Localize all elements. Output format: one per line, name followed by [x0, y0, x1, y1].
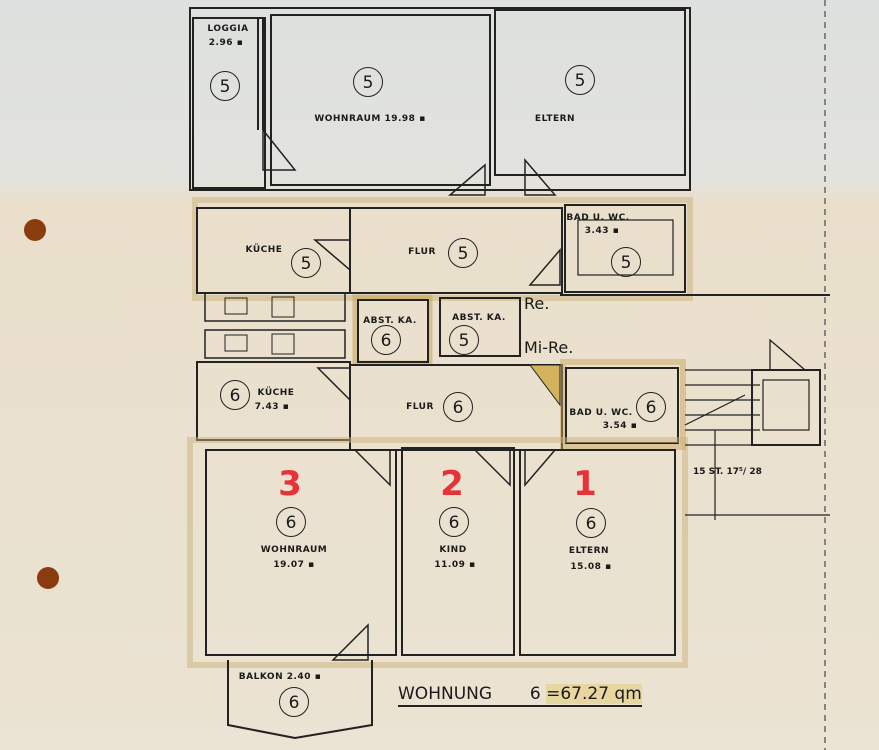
- kueche-5-label: KÜCHE: [245, 245, 283, 255]
- unit-marker: 6: [636, 392, 666, 422]
- total-area: 67.27 qm: [560, 684, 642, 704]
- room-number-marker: 3: [278, 464, 302, 504]
- punch-hole: [24, 219, 46, 241]
- abst-5-label: ABST. KA.: [452, 313, 506, 323]
- flur-5-label: FLUR: [408, 247, 436, 257]
- unit-marker: 5: [353, 67, 383, 97]
- stairs-annotation: 15 ST. 17⁵/ 28: [693, 467, 762, 477]
- loggia-label: LOGGIA: [207, 24, 249, 34]
- bad-5-area: 3.43 ▪: [584, 226, 620, 236]
- unit-marker: 6: [276, 507, 306, 537]
- balkon-label: BALKON 2.40 ▪: [238, 672, 322, 682]
- wohnraum-6-area: 19.07 ▪: [273, 560, 315, 570]
- unit-marker: 6: [371, 325, 401, 355]
- eltern-6-label: ELTERN: [568, 546, 610, 556]
- bad-6-label: BAD U. WC.: [569, 408, 633, 418]
- room-number-marker: 1: [573, 464, 597, 504]
- unit-marker: 5: [291, 248, 321, 278]
- wohnraum-6-label: WOHNRAUM: [260, 545, 328, 555]
- unit-marker: 5: [448, 238, 478, 268]
- eltern-5-label: ELTERN: [534, 114, 576, 124]
- unit-marker: 5: [565, 65, 595, 95]
- kind-area: 11.09 ▪: [434, 560, 476, 570]
- unit-marker: 6: [279, 687, 309, 717]
- flur-6-label: FLUR: [406, 402, 434, 412]
- unit-marker: 5: [611, 247, 641, 277]
- mi-re-annotation: Mi-Re.: [524, 338, 574, 357]
- kueche-6-area: 7.43 ▪: [254, 402, 290, 412]
- unit-marker: 6: [439, 507, 469, 537]
- total-label: WOHNUNG: [398, 684, 493, 704]
- re-annotation: Re.: [524, 294, 550, 313]
- unit-marker: 6: [443, 392, 473, 422]
- eltern-6-area: 15.08 ▪: [570, 562, 612, 572]
- unit-marker: 5: [449, 325, 479, 355]
- wohnraum-5-label: WOHNRAUM 19.98 ▪: [314, 114, 426, 124]
- apartment-total: WOHNUNG 6 =67.27 qm: [398, 684, 642, 707]
- punch-hole: [37, 567, 59, 589]
- kueche-6-label: KÜCHE: [257, 388, 295, 398]
- total-equals: =: [546, 684, 561, 704]
- total-unit: 6: [529, 684, 541, 704]
- unit-marker: 6: [220, 380, 250, 410]
- unit-marker: 6: [576, 508, 606, 538]
- room-number-marker: 2: [440, 464, 464, 504]
- bad-5-label: BAD U. WC.: [566, 213, 630, 223]
- unit-marker: 5: [210, 71, 240, 101]
- kind-label: KIND: [439, 545, 467, 555]
- bad-6-area: 3.54 ▪: [602, 421, 638, 431]
- abst-6-label: ABST. KA.: [363, 316, 417, 326]
- loggia-area: 2.96 ▪: [208, 38, 244, 48]
